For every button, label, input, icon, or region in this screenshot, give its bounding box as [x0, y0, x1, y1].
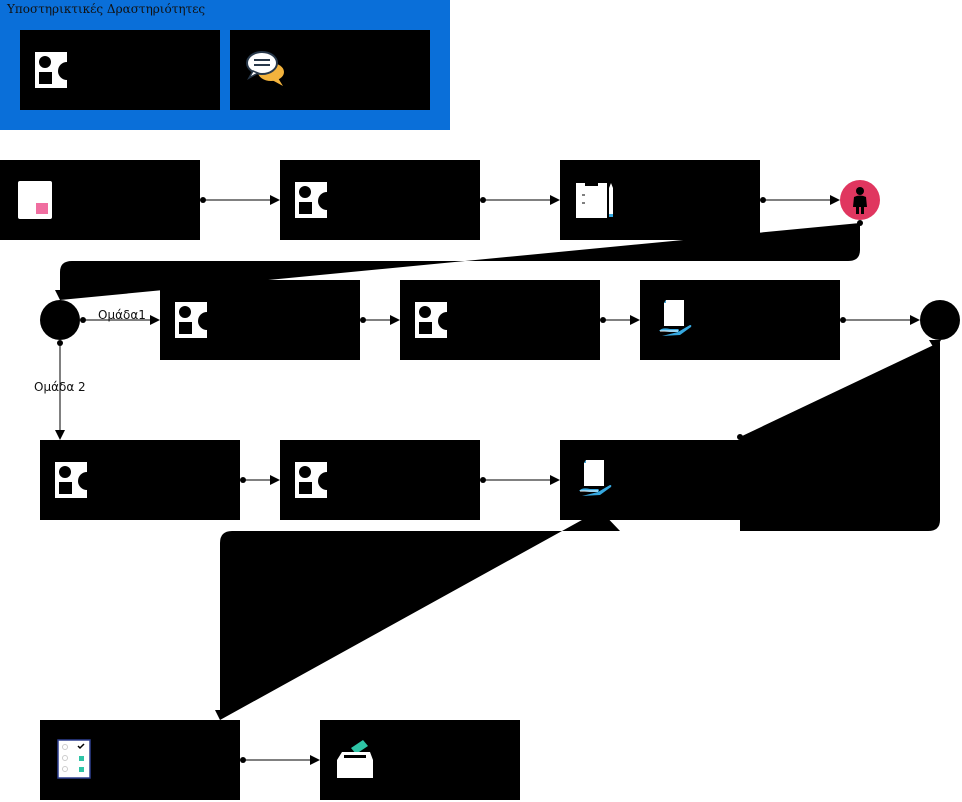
hand-document-node-2[interactable]: [560, 440, 760, 520]
checklist-node[interactable]: [40, 720, 240, 800]
hand-document-icon: [579, 460, 612, 496]
shapes-icon: [35, 52, 76, 88]
shapes-node-5[interactable]: [280, 440, 480, 520]
shapes-icon: [295, 182, 336, 218]
shapes-icon: [175, 302, 216, 338]
group1-start-event[interactable]: [40, 300, 80, 340]
blank-page-icon: [18, 181, 52, 219]
person-icon: [853, 187, 867, 214]
clipboard-node[interactable]: [560, 160, 760, 240]
group2-label: Ομάδα 2: [34, 380, 86, 394]
supporting-activities-lane: Υποστηρικτικές Δραστηριότητες: [0, 0, 450, 130]
shapes-node-4[interactable]: [40, 440, 240, 520]
group1-end-event[interactable]: [920, 300, 960, 340]
hand-document-node-1[interactable]: [640, 280, 840, 360]
ballot-box-icon: [337, 740, 373, 778]
lane-title: Υποστηρικτικές Δραστηριότητες: [7, 2, 206, 16]
shapes-node-3[interactable]: [400, 280, 600, 360]
shapes-node-1[interactable]: [280, 160, 480, 240]
checklist-icon: [57, 739, 91, 779]
hand-document-icon: [659, 300, 692, 336]
participant-event[interactable]: [840, 180, 880, 220]
lane-shapes-node[interactable]: [20, 30, 220, 110]
shapes-icon: [415, 302, 456, 338]
clipboard-pencil-icon: [576, 180, 613, 218]
shapes-icon: [55, 462, 96, 498]
shapes-icon: [295, 462, 336, 498]
shapes-node-2[interactable]: [160, 280, 360, 360]
group1-label: Ομάδα1: [98, 308, 146, 322]
start-page-node[interactable]: [0, 160, 200, 240]
chat-bubbles-icon: [246, 51, 284, 86]
ballot-box-node[interactable]: [320, 720, 520, 800]
lane-chat-node[interactable]: [230, 30, 430, 110]
